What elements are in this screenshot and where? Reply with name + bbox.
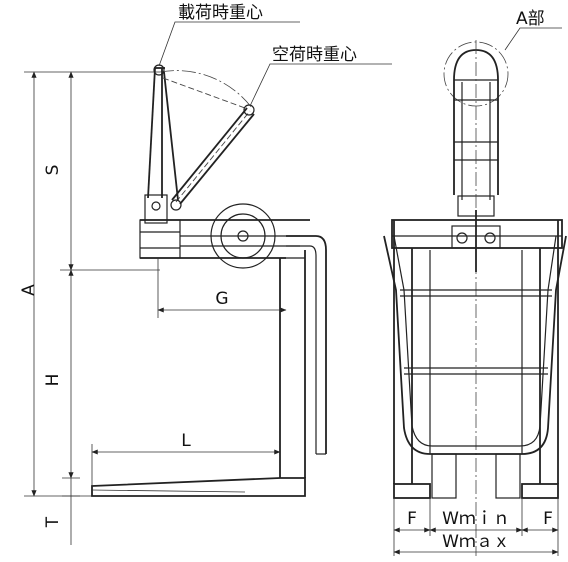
side-handle (286, 235, 327, 454)
unloaded-cog-label: 空荷時重心 (272, 45, 357, 65)
loaded-cog-label: 載荷時重心 (178, 3, 263, 23)
foot-left (393, 483, 431, 499)
part-a-leader (504, 27, 562, 51)
front-crossbar (391, 219, 563, 249)
foot-right (521, 483, 559, 499)
swing-arc (159, 70, 253, 109)
unloaded-cog-leader (249, 63, 392, 107)
part-a-label: A部 (516, 9, 545, 29)
front-guard (383, 235, 567, 455)
dim-wmin-label: Wｍｉｎ (442, 509, 510, 529)
dim-a-label: A (19, 284, 39, 296)
side-view: A S H T G L 載荷時重心 空荷時重心 (19, 3, 392, 545)
roller-wheel (210, 203, 276, 269)
dim-g-label: G (215, 289, 228, 309)
dim-f-right-label: F (543, 509, 553, 529)
dim-wmax-label: Wｍａｘ (442, 532, 510, 552)
dim-t-label: T (43, 516, 63, 528)
frame-block (139, 219, 181, 259)
hanger-link-swung (171, 107, 248, 201)
dim-h-label: H (43, 374, 63, 387)
front-view: A部 (383, 9, 567, 556)
swung-pin (243, 104, 255, 116)
dim-s-label: S (43, 165, 63, 176)
fork (91, 477, 306, 497)
loaded-cog-leader (158, 21, 300, 67)
dim-f-left-label: F (407, 509, 417, 529)
hanger-link-left (147, 67, 156, 199)
dim-l-label: L (181, 431, 191, 451)
